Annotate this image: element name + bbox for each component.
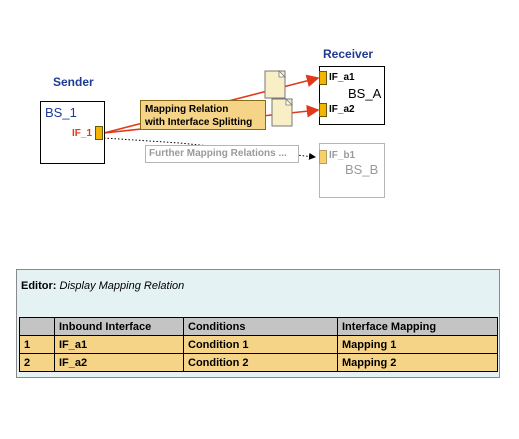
column-header: Conditions bbox=[183, 317, 338, 336]
sender-title: Sender bbox=[53, 75, 94, 89]
row-mapping[interactable]: Mapping 1 bbox=[337, 335, 498, 354]
editor-title: Editor: Display Mapping Relation bbox=[21, 280, 184, 292]
message-document-icon bbox=[264, 70, 286, 99]
receiver-system-name: BS_A bbox=[348, 86, 382, 101]
inactive-system-name: BS_B bbox=[345, 162, 379, 177]
row-number: 1 bbox=[19, 335, 55, 354]
mapping-relation-line1: Mapping Relation bbox=[145, 104, 229, 115]
column-header bbox=[19, 317, 55, 336]
row-condition[interactable]: Condition 2 bbox=[183, 353, 338, 372]
table-row[interactable]: 2 IF_a2 Condition 2 Mapping 2 bbox=[19, 353, 498, 372]
table-row[interactable]: 1 IF_a1 Condition 1 Mapping 1 bbox=[19, 335, 498, 354]
receiver-title: Receiver bbox=[323, 47, 374, 61]
editor-title-prefix: Editor: bbox=[21, 280, 57, 292]
inactive-receiver-port[interactable] bbox=[319, 150, 327, 164]
mapping-relation-box[interactable]: Mapping Relation with Interface Splittin… bbox=[140, 100, 266, 130]
row-mapping[interactable]: Mapping 2 bbox=[337, 353, 498, 372]
sender-interface-port[interactable] bbox=[95, 126, 103, 140]
table-header-row: Inbound Interface Conditions Interface M… bbox=[19, 317, 498, 336]
inactive-interface-label: IF_b1 bbox=[329, 150, 356, 161]
receiver-port-if-a2[interactable] bbox=[319, 103, 327, 117]
row-interface[interactable]: IF_a2 bbox=[54, 353, 184, 372]
receiver-interface-label: IF_a2 bbox=[329, 104, 355, 115]
sender-system-name: BS_1 bbox=[45, 105, 77, 120]
receiver-interface-label: IF_a1 bbox=[329, 72, 355, 83]
sender-interface-label: IF_1 bbox=[72, 128, 93, 139]
column-header: Inbound Interface bbox=[54, 317, 184, 336]
sender-system-box[interactable]: BS_1 IF_1 bbox=[40, 101, 105, 164]
receiver-system-box[interactable]: IF_a1 BS_A IF_a2 bbox=[319, 66, 385, 125]
row-number: 2 bbox=[19, 353, 55, 372]
further-mapping-box[interactable]: Further Mapping Relations ... bbox=[145, 145, 299, 163]
editor-panel: Editor: Display Mapping Relation Inbound… bbox=[16, 269, 500, 378]
mapping-relation-line2: with Interface Splitting bbox=[145, 117, 253, 128]
row-condition[interactable]: Condition 1 bbox=[183, 335, 338, 354]
connector-to-if-b1 bbox=[103, 137, 316, 160]
editor-title-name: Display Mapping Relation bbox=[59, 280, 185, 292]
column-header: Interface Mapping bbox=[337, 317, 498, 336]
message-document-icon bbox=[271, 98, 293, 127]
receiver-port-if-a1[interactable] bbox=[319, 71, 327, 85]
inactive-receiver-system-box[interactable]: IF_b1 BS_B bbox=[319, 143, 385, 198]
row-interface[interactable]: IF_a1 bbox=[54, 335, 184, 354]
mapping-table: Inbound Interface Conditions Interface M… bbox=[19, 317, 498, 372]
